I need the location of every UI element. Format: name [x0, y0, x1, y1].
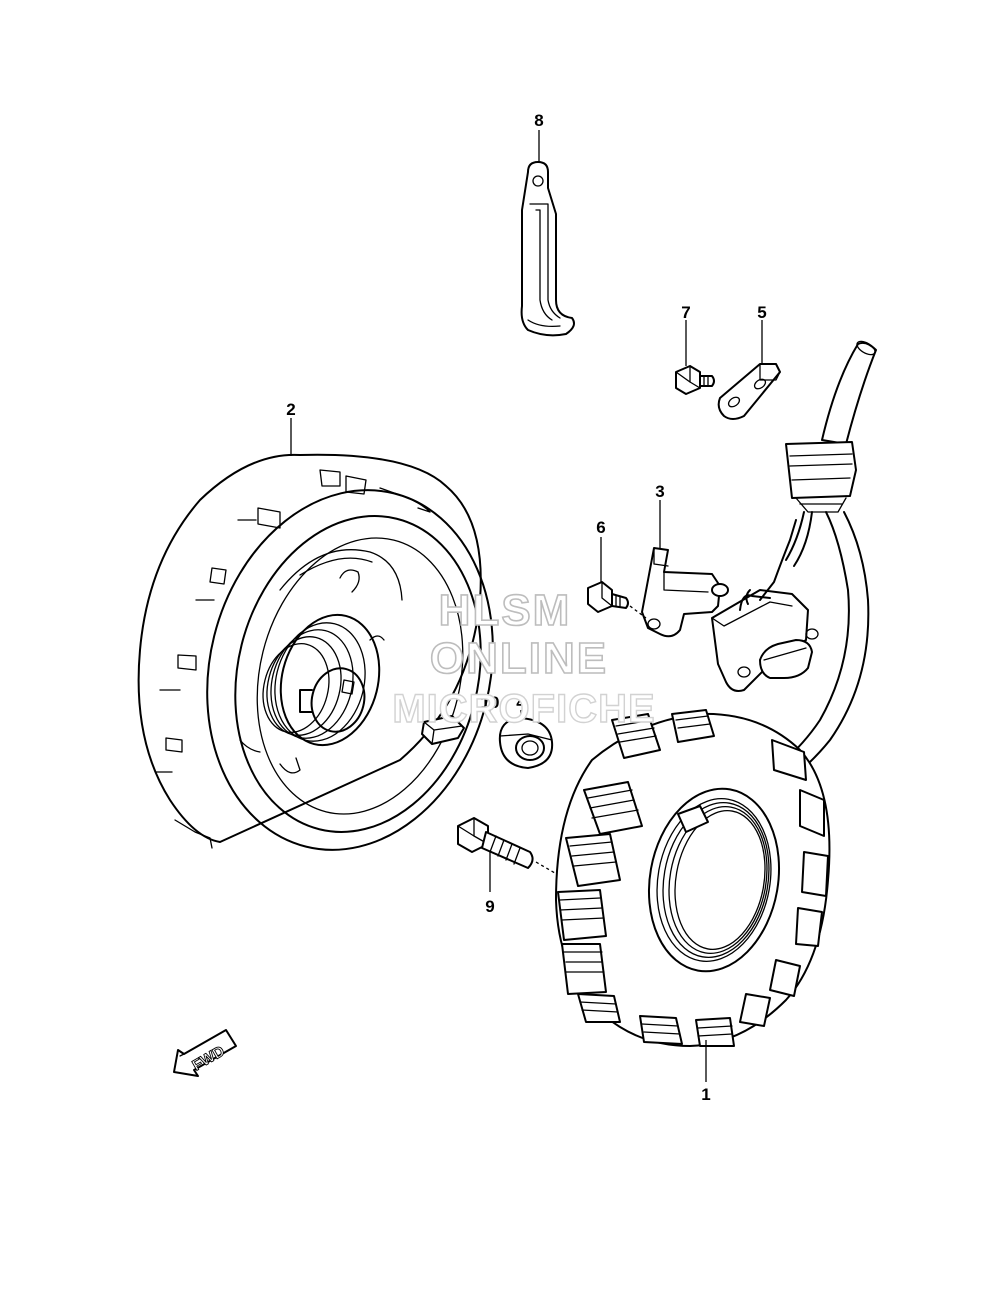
- part-6-bolt[interactable]: [587, 581, 647, 619]
- wire-harness[interactable]: [689, 339, 877, 831]
- callout-3[interactable]: 3: [655, 482, 664, 501]
- part-8-strap[interactable]: [520, 161, 575, 337]
- watermark-line1: HLSM: [439, 586, 572, 635]
- part-4-nut[interactable]: [498, 717, 554, 769]
- callout-4[interactable]: 4: [516, 693, 526, 712]
- part-3-pickup-bracket[interactable]: [641, 519, 819, 692]
- watermark-line3: MICROFICHE: [392, 687, 655, 731]
- callouts: 8 7 5 2 3 6 10 4 9 1: [286, 111, 766, 1104]
- watermark: HLSM ONLINE MICROFICHE: [392, 585, 656, 732]
- part-1-stator[interactable]: [555, 709, 831, 1047]
- callout-9[interactable]: 9: [485, 897, 494, 916]
- callout-5[interactable]: 5: [757, 303, 766, 322]
- part-5-plate[interactable]: [717, 363, 781, 420]
- callout-1[interactable]: 1: [701, 1085, 710, 1104]
- callout-10[interactable]: 10: [481, 693, 500, 712]
- callout-6[interactable]: 6: [596, 518, 605, 537]
- fwd-arrow: FWD: [173, 1029, 237, 1077]
- leader-lines: [290, 130, 763, 1082]
- part-7-bolt[interactable]: [675, 365, 715, 395]
- callout-2[interactable]: 2: [286, 400, 295, 419]
- callout-7[interactable]: 7: [681, 303, 690, 322]
- watermark-line2: ONLINE: [430, 634, 608, 683]
- part-9-bolt[interactable]: [457, 817, 561, 877]
- callout-8[interactable]: 8: [534, 111, 543, 130]
- part-10-key[interactable]: [421, 715, 465, 745]
- part-2-flywheel[interactable]: [137, 453, 530, 881]
